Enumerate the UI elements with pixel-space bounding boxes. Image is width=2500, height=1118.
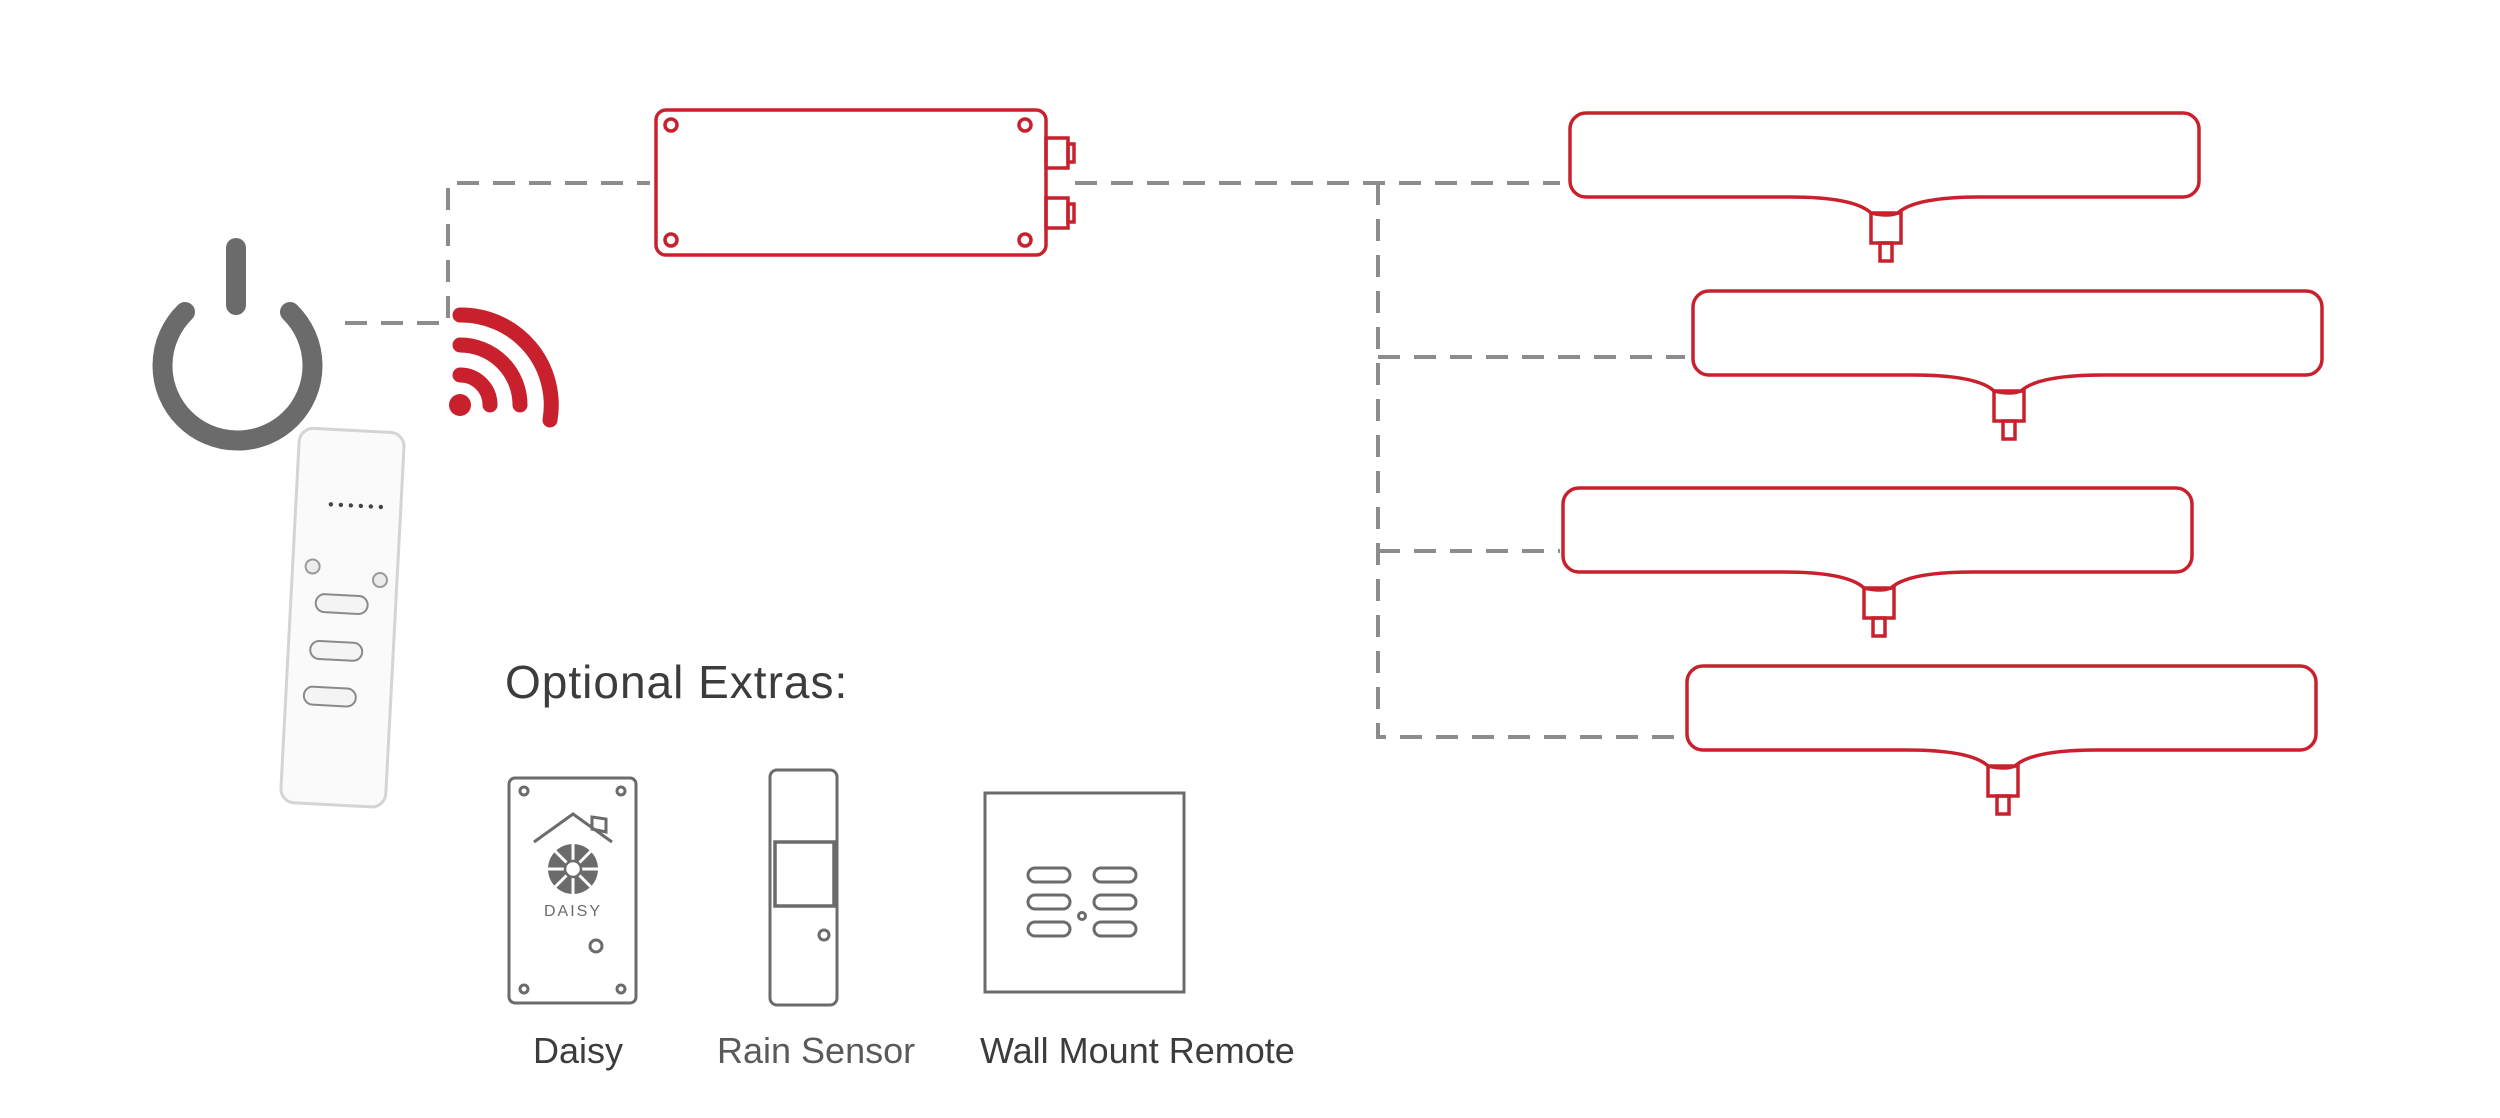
power-icon [152, 238, 323, 451]
rain-sensor-label: Rain Sensor [717, 1030, 916, 1071]
wireless-signal-icon [449, 307, 559, 428]
daisy-hub [507, 776, 638, 1005]
power-to-box-connector [345, 181, 650, 325]
heater-unit [1691, 289, 2324, 441]
control-box [654, 108, 1076, 257]
daisy-device-text: DAISY [544, 903, 602, 920]
wall-mount-remote [983, 791, 1186, 994]
rain-sensor [768, 768, 839, 1007]
handheld-remote [279, 426, 406, 809]
wall-mount-remote-label: Wall Mount Remote [980, 1030, 1295, 1071]
heater-units [1561, 111, 2324, 816]
heater-bus-vertical [1376, 183, 1685, 739]
daisy-label: Daisy [533, 1030, 624, 1071]
optional-extras-heading: Optional Extras: [505, 656, 849, 708]
heater-unit [1568, 111, 2201, 263]
heater-unit [1561, 486, 2194, 638]
heater-unit [1685, 664, 2318, 816]
connector-lines [345, 181, 1685, 739]
